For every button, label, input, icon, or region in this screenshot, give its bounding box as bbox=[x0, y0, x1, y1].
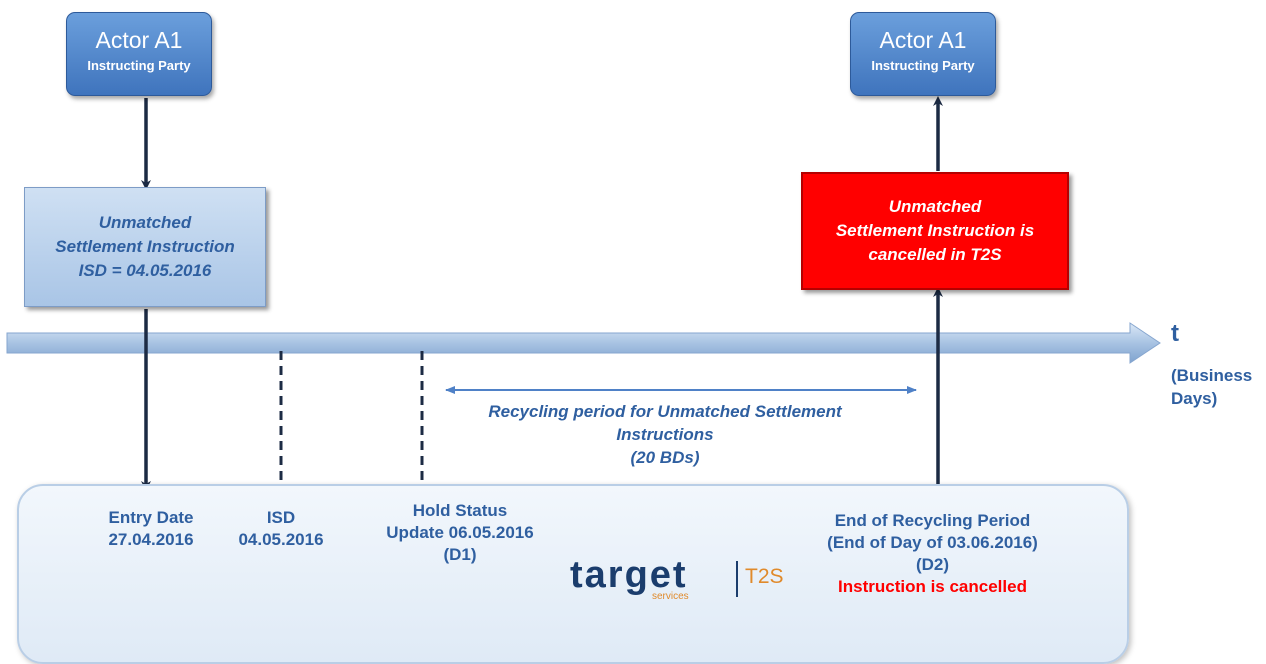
unmatched-line-3: ISD = 04.05.2016 bbox=[78, 261, 212, 280]
entry-line-2: 27.04.2016 bbox=[108, 530, 194, 549]
logo-product: T2S bbox=[745, 565, 784, 588]
entry-date-label: Entry Date 27.04.2016 bbox=[76, 507, 226, 551]
recycling-line-1: Recycling period for Unmatched Settlemen… bbox=[488, 402, 842, 421]
unmatched-instruction-box: Unmatched Settlement Instruction ISD = 0… bbox=[24, 187, 266, 307]
hold-status-label: Hold Status Update 06.05.2016 (D1) bbox=[355, 500, 565, 566]
recycling-line-2: Instructions bbox=[616, 425, 714, 444]
logo-sub: services bbox=[652, 591, 689, 602]
isd-line-2: 04.05.2016 bbox=[238, 530, 324, 549]
time-axis-label: t bbox=[1171, 320, 1179, 347]
end-recycling-label: End of Recycling Period (End of Day of 0… bbox=[800, 510, 1065, 598]
time-unit-label: (Business Days) bbox=[1171, 364, 1252, 410]
cancelled-instruction-box: Unmatched Settlement Instruction is canc… bbox=[801, 172, 1069, 290]
logo-word: target bbox=[570, 554, 688, 596]
timeline-axis bbox=[6, 322, 1161, 364]
actor-name: Actor A1 bbox=[879, 27, 967, 53]
hold-line-3: (D1) bbox=[443, 545, 477, 564]
recycling-line-3: (20 BDs) bbox=[630, 448, 700, 467]
end-line-1: End of Recycling Period bbox=[834, 511, 1031, 530]
isd-line-1: ISD bbox=[266, 508, 296, 527]
logo-divider bbox=[736, 561, 738, 597]
actor-a1-right: Actor A1 Instructing Party bbox=[850, 12, 996, 96]
time-unit-line-1: (Business bbox=[1171, 366, 1253, 385]
time-unit-line-2: Days) bbox=[1171, 389, 1218, 408]
actor-name: Actor A1 bbox=[95, 27, 183, 53]
unmatched-line-2: Settlement Instruction bbox=[55, 237, 235, 256]
end-line-3: (D2) bbox=[915, 555, 950, 574]
recycling-period-label: Recycling period for Unmatched Settlemen… bbox=[440, 400, 890, 469]
actor-a1-left: Actor A1 Instructing Party bbox=[66, 12, 212, 96]
isd-label: ISD 04.05.2016 bbox=[221, 507, 341, 551]
unmatched-line-1: Unmatched bbox=[98, 213, 192, 232]
cancelled-line-1: Unmatched bbox=[888, 197, 982, 216]
hold-line-1: Hold Status bbox=[412, 501, 508, 520]
instruction-cancelled-note: Instruction is cancelled bbox=[838, 577, 1027, 596]
actor-role: Instructing Party bbox=[87, 58, 191, 73]
cancelled-line-3: cancelled in T2S bbox=[868, 245, 1002, 264]
entry-line-1: Entry Date bbox=[108, 508, 194, 527]
cancelled-line-2: Settlement Instruction is bbox=[835, 221, 1035, 240]
actor-role: Instructing Party bbox=[871, 58, 975, 73]
end-line-2: (End of Day of 03.06.2016) bbox=[827, 533, 1038, 552]
hold-line-2: Update 06.05.2016 bbox=[386, 523, 534, 542]
